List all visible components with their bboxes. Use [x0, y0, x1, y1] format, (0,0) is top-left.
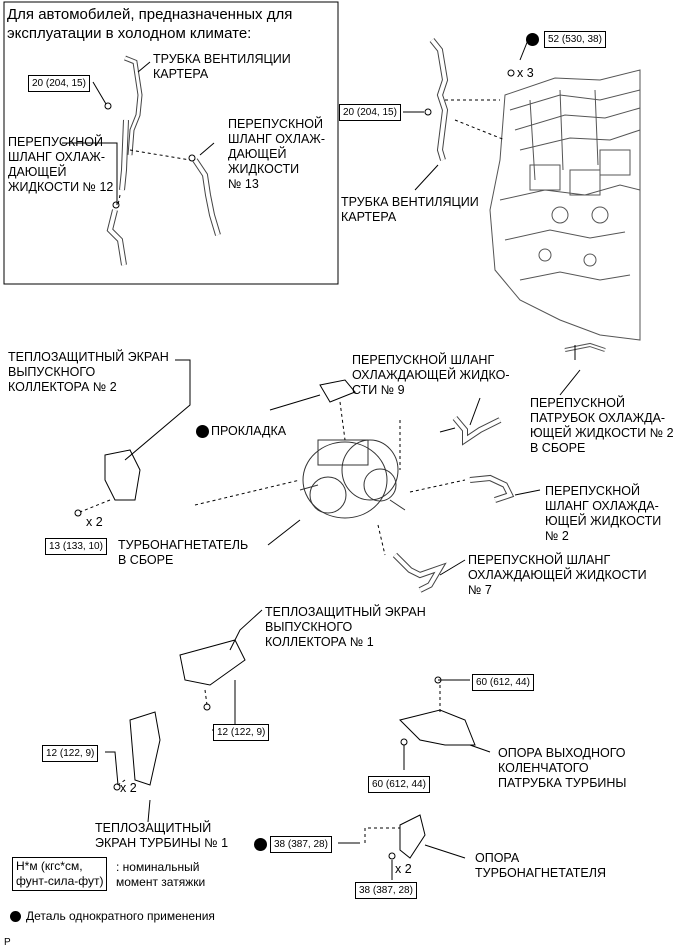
label-crankcase-tube: ТРУБКА ВЕНТИЛЯЦИИ КАРТЕРА [341, 195, 479, 224]
label-outlet-support: ОПОРА ВЫХОДНОГО КОЛЕНЧАТОГО ПАТРУБКА ТУР… [498, 746, 627, 790]
turbine-shield-shape [129, 711, 161, 786]
torque-cold-crankcase: 20 (204, 15) [28, 75, 90, 92]
label-gasket: ПРОКЛАДКА [211, 424, 287, 438]
turbo-support-shape [399, 814, 426, 859]
legend-non-reusable-text: Деталь однократного применения [26, 909, 215, 923]
torque-12-turbine-shield: 12 (122, 9) [42, 745, 99, 762]
torque-60-bottom: 60 (612, 44) [368, 776, 430, 793]
cold-label-crankcase-tube: ТРУБКА ВЕНТИЛЯЦИИ КАРТЕРА [153, 52, 291, 81]
multiplier-x3: x 3 [517, 66, 534, 80]
legend-non-reusable-marker [10, 911, 21, 922]
label-heat-shield-1: ТЕПЛОЗАЩИТНЫЙ ЭКРАН ВЫПУСКНОГО КОЛЛЕКТОР… [265, 605, 426, 649]
label-bypass-hose-2: ПЕРЕПУСКНОЙ ШЛАНГ ОХЛАЖДА- ЮЩЕЙ ЖИДКОСТИ… [545, 484, 662, 543]
multiplier-x2-turbine-shield: x 2 [120, 781, 137, 795]
footer-code: P [4, 937, 11, 948]
turbocharger-illustration [299, 439, 406, 519]
torque-38-left: 38 (387, 28) [270, 836, 332, 853]
label-heat-shield-2: ТЕПЛОЗАЩИТНЫЙ ЭКРАН ВЫПУСКНОГО КОЛЛЕКТОР… [8, 350, 169, 394]
cold-climate-title: Для автомобилей, предназначенных для экс… [7, 6, 293, 42]
label-turbo-support: ОПОРА ТУРБОНАГНЕТАТЕЛЯ [475, 851, 606, 880]
heat-shield-1-shape [179, 639, 246, 686]
torque-60-top: 60 (612, 44) [472, 674, 534, 691]
legend-unit-box: Н*м (кгс*см, фунт-сила-фут) [12, 857, 108, 891]
cold-climate-frame [3, 1, 339, 285]
outlet-support-shape [399, 709, 476, 746]
torque-38-bottom: 38 (387, 28) [355, 882, 417, 899]
label-turbocharger: ТУРБОНАГНЕТАТЕЛЬ В СБОРЕ [118, 538, 249, 567]
heat-shield-2-shape [104, 449, 141, 501]
label-bypass-hose-7: ПЕРЕПУСКНОЙ ШЛАНГ ОХЛАЖДАЮЩЕЙ ЖИДКОСТИ №… [468, 553, 647, 597]
label-bypass-hose-9: ПЕРЕПУСКНОЙ ШЛАНГ ОХЛАЖДАЮЩЕЙ ЖИДКО- СТИ… [352, 353, 510, 397]
multiplier-x2-turbo-support: x 2 [395, 862, 412, 876]
non-reusable-marker [196, 425, 209, 438]
torque-13: 13 (133, 10) [45, 538, 107, 555]
cold-label-bypass-hose-13: ПЕРЕПУСКНОЙ ШЛАНГ ОХЛАЖ- ДАЮЩЕЙ ЖИДКОСТИ… [228, 117, 326, 191]
torque-12-heat-shield: 12 (122, 9) [213, 724, 270, 741]
non-reusable-marker [526, 33, 539, 46]
torque-20: 20 (204, 15) [339, 104, 401, 121]
gasket-shape [319, 379, 356, 403]
label-turbine-shield-1: ТЕПЛОЗАЩИТНЫЙ ЭКРАН ТУРБИНЫ № 1 [95, 821, 229, 850]
label-bypass-pipe-2: ПЕРЕПУСКНОЙ ПАТРУБОК ОХЛАЖДА- ЮЩЕЙ ЖИДКО… [530, 396, 674, 455]
non-reusable-marker [254, 838, 267, 851]
legend-unit-description: : номинальный момент затяжки [116, 860, 206, 889]
torque-52: 52 (530, 38) [544, 31, 606, 48]
cold-label-bypass-hose-12: ПЕРЕПУСКНОЙ ШЛАНГ ОХЛАЖ- ДАЮЩЕЙ ЖИДКОСТИ… [8, 135, 114, 194]
engine-block-illustration [489, 69, 641, 341]
multiplier-x2-heat-shield: x 2 [86, 515, 103, 529]
